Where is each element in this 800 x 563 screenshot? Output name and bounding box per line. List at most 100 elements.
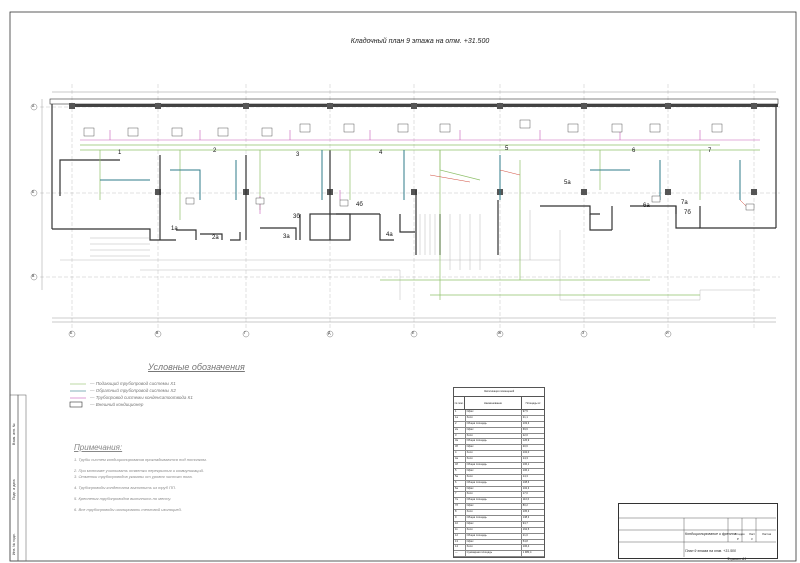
table-cell: 14,3 [522,474,528,478]
table-cell: Холл [466,510,522,516]
room-label: 1 [118,150,122,156]
table-cell: 12 [454,533,466,539]
table-cell: 103,3 [522,421,530,425]
title-block: Стадия Лист Листов Р 3 Кондиционирование… [618,503,778,559]
table-cell: Холл [466,451,522,457]
table-cell: 138,3 [522,516,530,520]
table-cell: 102,3 [522,486,530,490]
note-item: 4. Трубопроводы конденсата выполнить из … [74,485,176,490]
axis-label: Ж [498,331,502,335]
project-name: Кондиционирование и фреонов [685,532,737,536]
side-strip-label: Взам. инв. № [12,423,16,445]
table-cell: Общая площадь [466,480,522,486]
room-label: 3а [283,234,290,240]
explication-table: Экспликация помещений № пом. Наименовани… [453,387,545,559]
format-label: Формат А1 [727,557,747,561]
room-label: 6 [632,148,636,154]
table-cell: 10 [454,521,466,527]
table-cell: 6 [454,480,466,486]
table-cell: 102,0 [522,451,530,455]
table-cell: 3а [454,439,466,445]
table-cell: Холл [466,474,522,480]
legend-item: — Обратный трубопровод системы Х2 [90,388,176,393]
table-cell: 1 980,4 [522,551,532,555]
room-label: 3 [296,152,300,158]
note-item: 3. Отметки трубопроводов указаны от уров… [74,474,193,479]
note-item: 6. Все трубопроводы изолировать тепловой… [74,507,182,512]
axis-label: Г [244,331,246,335]
legend-title: Условные обозначения [148,362,245,372]
room-label: 4а [386,232,393,238]
table-cell: Офис [466,504,522,510]
table-cell: 108,6 [522,480,530,484]
drawing-title: Кладочный план 9 этажа на отм. +31.500 [350,38,490,45]
table-cell: Общая площадь [466,439,522,445]
stage-label: Стадия [735,532,745,536]
table-cell: 11 [454,527,466,533]
room-label: 7а [681,200,688,206]
room-label: 2 [213,148,217,154]
note-item: 1. Трубы систем кондиционирования прокла… [74,457,207,462]
table-cell: Холл [466,527,522,533]
table-cell: — [454,551,466,557]
table-cell: Общая площадь [466,533,522,539]
table-cell: 106,4 [522,545,530,549]
table-cell: Офис [466,427,522,433]
room-label: 5 [505,146,509,152]
table-cell: 162,5 [522,527,530,531]
axis-label: Б [70,331,73,335]
table-cell: Суммарная площадь [466,551,522,557]
room-label: 6а [643,203,650,209]
table-cell: 2 [454,421,466,427]
table-cell: 1а [454,415,466,421]
table-cell: 17,0 [522,492,528,496]
table-cell: 7б [454,504,466,510]
table-cell: Общая площадь [466,463,522,468]
room-label: 5а [564,180,571,186]
table-cell: Холл [466,457,522,463]
table-cell: 80,2 [522,504,528,508]
table-cell: 5 [454,468,466,474]
stage-value: Р [737,537,739,541]
table-caption: Экспликация помещений [454,388,544,397]
table-cell: 106,1 [522,463,530,467]
notes-title: Примечания: [74,443,123,452]
axis-label: Б [32,190,35,194]
note-item: 5. Крепления трубопроводов выполнить по … [74,496,172,501]
side-strip-label: Инв. № подл. [12,533,16,555]
table-cell: 3б [454,445,466,451]
table-cell: 54,8 [522,539,528,543]
table-cell: 5а [454,474,466,480]
room-label: 3б [293,214,300,220]
table-cell: 9 [454,516,466,521]
sheet-label: Лист [749,532,756,536]
table-cell: 8 [454,510,466,516]
table-cell: 105,3 [522,510,530,514]
table-cell: Холл [466,415,522,421]
table-cell: Офис [466,445,522,451]
table-cell: 4б [454,463,466,468]
axis-label: И [666,331,669,335]
table-cell: Офис [466,521,522,527]
note-item: 2. При монтаже учитывать отметки перекры… [74,468,205,473]
axis-label: Д [328,331,331,335]
axis-label: А [32,104,35,108]
legend-item: — Внешний кондиционер [90,402,144,407]
table-cell: 22,0 [522,433,528,437]
table-cell: 110,6 [522,498,530,502]
table-cell: 1 [454,410,466,415]
table-cell: Общая площадь [466,421,522,427]
